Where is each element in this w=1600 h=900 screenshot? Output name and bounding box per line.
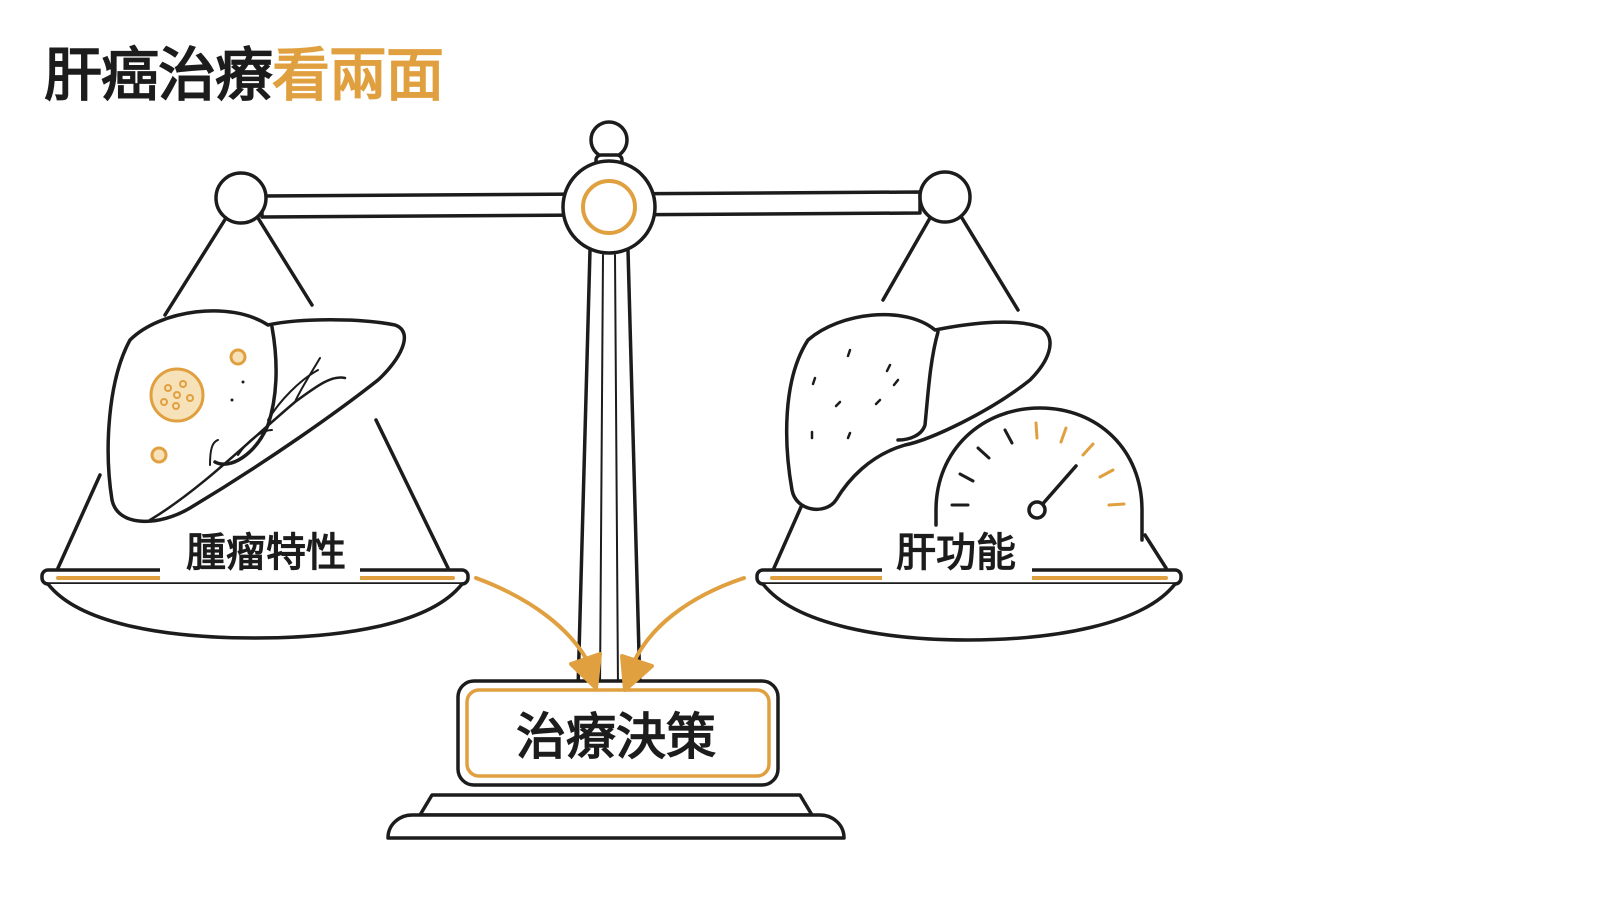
- right-arrow-curve: [628, 576, 746, 674]
- right-pivot: [918, 170, 972, 224]
- right-liver-dot-4: [834, 400, 842, 408]
- tumor-large: [149, 367, 205, 423]
- left-pan-string-right: [256, 216, 314, 307]
- left-liver-vessel-branch-4: [209, 439, 219, 466]
- left-liver-speck-1: [230, 398, 234, 402]
- scale-center-hub: [561, 159, 657, 255]
- scale-base-step-lower: [386, 813, 846, 840]
- left-pan-label: 腫瘤特性: [186, 530, 346, 576]
- decision-box-inner: [465, 688, 771, 778]
- tumor-large-texture-4: [172, 402, 180, 410]
- right-liver-dot-3: [885, 363, 892, 373]
- scale-top-knob: [589, 120, 629, 160]
- right-pan-string-lower-right: [1143, 533, 1168, 570]
- right-liver-dot-1: [811, 376, 817, 386]
- left-pivot: [214, 171, 268, 225]
- tumor-small-bottom: [150, 446, 168, 464]
- left-liver-vessel-main: [148, 376, 347, 522]
- tumor-large-texture-3: [186, 394, 194, 402]
- title-part-main: 肝癌治療: [44, 41, 274, 109]
- left-pan-bowl: [46, 582, 464, 640]
- left-pan-string-lower-right: [374, 418, 450, 570]
- right-liver-dot-2: [846, 348, 852, 358]
- left-pan-string-left: [163, 216, 228, 317]
- right-pan-bowl: [761, 582, 1177, 642]
- tumor-large-texture-1: [164, 384, 172, 392]
- scale-center-ring: [581, 179, 637, 235]
- decision-label: 治療決策: [516, 708, 716, 766]
- gauge-hub: [1027, 500, 1047, 520]
- right-pan-string-right: [960, 216, 1020, 312]
- page-title: 肝癌治療看兩面: [44, 41, 443, 109]
- title-part-accent: 看兩面: [272, 41, 443, 109]
- tumor-large-texture-6: [173, 391, 181, 399]
- scale-base-plinth: [456, 679, 780, 787]
- gauge-tick-8: [1098, 468, 1115, 479]
- tumor-large-texture-2: [179, 380, 187, 388]
- left-liver-outline: [106, 309, 407, 524]
- right-pan-string-lower-left: [772, 496, 807, 570]
- right-label-backing: [882, 528, 1032, 580]
- liver-with-gauge-icon: [784, 312, 1144, 542]
- left-liver-vessel-branch-1: [267, 369, 319, 421]
- gauge-dial: [934, 406, 1144, 542]
- right-pan-string-left: [881, 216, 932, 302]
- tumor-small-top: [229, 348, 247, 366]
- gauge-tick-6: [1059, 426, 1068, 444]
- right-pan-label: 肝功能: [896, 530, 1016, 576]
- gauge-tick-2: [958, 472, 975, 483]
- left-liver-speck-2: [241, 380, 245, 384]
- left-liver-vessel-branch-3: [237, 429, 273, 456]
- left-arrow-curve: [474, 576, 595, 674]
- right-liver-dot-7: [846, 431, 852, 440]
- gauge-tick-3: [976, 446, 991, 460]
- left-pan-string-lower-left: [56, 473, 102, 570]
- decision-arrows: [474, 576, 746, 692]
- gauge-needle: [1038, 464, 1078, 509]
- scale-pillar-inner: [599, 254, 619, 689]
- left-arrow-head: [569, 652, 602, 690]
- right-liver-outline: [784, 312, 1052, 511]
- gauge-tick-4: [1003, 428, 1014, 445]
- right-liver-lobe-line: [896, 330, 940, 442]
- right-liver-dot-8: [892, 378, 900, 387]
- gauge-tick-5: [1034, 421, 1039, 440]
- left-label-backing: [160, 528, 360, 580]
- scale-pillar: [576, 248, 642, 692]
- right-arrow-head: [620, 654, 654, 692]
- left-liver-vessel-branch-2: [294, 357, 321, 403]
- tumor-large-texture-5: [160, 398, 168, 406]
- right-liver-dot-5: [874, 398, 882, 406]
- liver-with-tumor-icon: [106, 309, 407, 524]
- gauge-tick-9: [1107, 502, 1126, 507]
- gauge-tick-7: [1081, 442, 1095, 457]
- scale-base-step-upper: [418, 793, 814, 817]
